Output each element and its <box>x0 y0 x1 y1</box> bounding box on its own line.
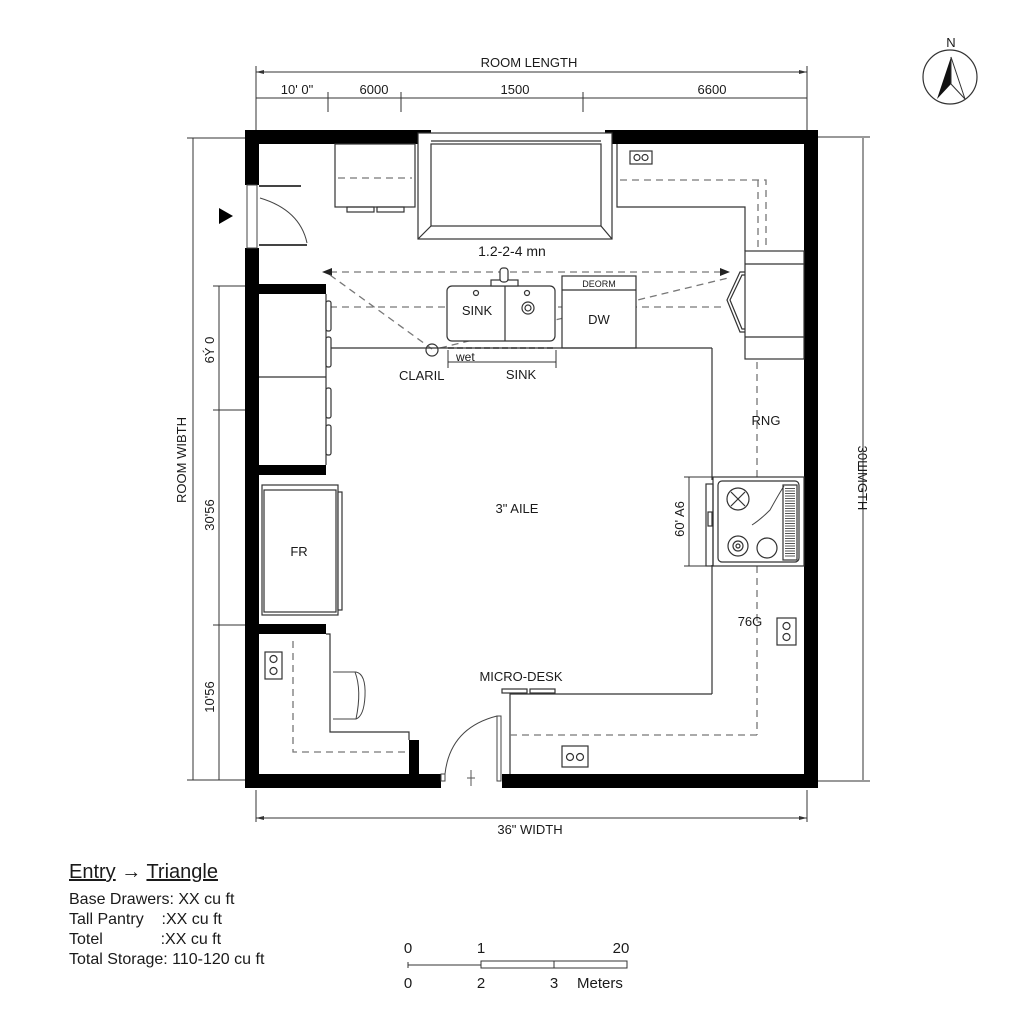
wet-zone: wet CLARIL SINK <box>399 343 557 383</box>
wet-label: wet <box>455 350 475 364</box>
window: 1.2-2-4 mn <box>417 132 613 259</box>
side-entry-door[interactable] <box>219 184 308 249</box>
refrigerator: FR <box>261 484 343 616</box>
legend-row-totel: Totel :XX cu ft <box>69 930 264 950</box>
right-tall-unit <box>726 250 805 360</box>
legend-row-label: Totel <box>69 931 139 948</box>
legend-row-value: XX cu ft <box>178 891 235 908</box>
compass-north-label: N <box>946 35 955 50</box>
legend-row-value: XX cu ft <box>165 911 222 928</box>
top-right-counter <box>616 144 767 251</box>
legend-title-triangle: Triangle <box>146 861 218 883</box>
sink-label: SINK <box>462 303 493 318</box>
legend-row-value: 110-120 cu ft <box>172 951 265 968</box>
fridge-label: FR <box>290 544 307 559</box>
scale-top-tick-0: 0 <box>404 940 412 957</box>
dishwasher: DEORM DW <box>561 275 637 349</box>
outlet-right: 76G <box>738 614 797 646</box>
range: RNG 60' A6 <box>672 413 805 567</box>
scale-bottom-tick-2: 3 <box>550 975 558 992</box>
exterior-walls <box>245 130 818 788</box>
dim-segment-2: 6000 <box>360 82 389 97</box>
micro-desk-area: MICRO-DESK <box>264 633 589 768</box>
scale-bottom-tick-0: 0 <box>404 975 412 992</box>
dim-segment-4: 6600 <box>698 82 727 97</box>
scale-bottom-tick-1: 2 <box>477 975 485 992</box>
arrow-right-icon: → <box>121 861 142 883</box>
legend-row-label: Tall Pantry <box>69 911 153 928</box>
main-entry-door[interactable] <box>440 715 502 786</box>
scale-top-tick-2: 20 <box>613 940 630 957</box>
legend-row-base-drawers: Base Drawers: XX cu ft <box>69 890 264 910</box>
legend-row-sep: : <box>138 931 166 948</box>
dim-segment-3: 1500 <box>501 82 530 97</box>
range-label: RNG <box>752 413 781 428</box>
bottom-width-label: 36" WIDTH <box>497 822 562 837</box>
legend-row-tall-pantry: Tall Pantry :XX cu ft <box>69 910 264 930</box>
north-compass-icon: N <box>922 35 978 105</box>
clarile-label: CLARIL <box>399 368 445 383</box>
scale-bar: 0 1 20 0 2 3 Meters <box>404 940 630 992</box>
legend-row-label: Total Storage <box>69 951 164 968</box>
upper-left-cabinet <box>334 143 416 213</box>
right-dimension-lines: 30ШMGTH <box>818 136 870 782</box>
sink-zone-label: SINK <box>506 367 537 382</box>
legend-row-sep: : <box>163 951 173 968</box>
storage-legend: Entry → Triangle Base Drawers: XX cu ft … <box>69 862 264 970</box>
left-dim-segment-2: 30'56 <box>202 499 217 530</box>
legend-title-entry: Entry <box>69 861 116 883</box>
scale-top-tick-1: 1 <box>477 940 485 957</box>
aisle-label: 3" AILE <box>496 501 539 516</box>
left-dim-segment-1: 6Ý 0 <box>202 337 217 364</box>
top-dimension-lines: ROOM LENGTH 10' 0" 6000 1500 6600 <box>255 55 808 130</box>
scale-unit-label: Meters <box>577 975 623 992</box>
dishwasher-label: DW <box>588 312 610 327</box>
legend-row-value: XX cu ft <box>165 931 222 948</box>
room-width-label: ROOM WIBTH <box>174 417 189 503</box>
main-counter-outline <box>328 347 758 774</box>
window-note: 1.2-2-4 mn <box>478 243 546 259</box>
room-length-right-label: 30ШMGTH <box>855 446 870 511</box>
legend-row-label: Base Drawers <box>69 891 170 908</box>
left-dim-segment-3: 10'56 <box>202 681 217 712</box>
range-width-dim: 60' A6 <box>672 501 687 537</box>
left-pantry <box>259 294 332 465</box>
entry-arrow-icon <box>219 208 233 224</box>
legend-title: Entry → Triangle <box>69 862 264 882</box>
left-dimension-lines: ROOM WIBTH 6Ý 0 30'56 10'56 <box>174 137 245 781</box>
legend-row-total-storage: Total Storage: 110-120 cu ft <box>69 950 264 970</box>
dishwasher-top-label: DEORM <box>582 279 616 289</box>
micro-desk-label: MICRO-DESK <box>479 669 562 684</box>
legend-row-sep: : <box>169 891 179 908</box>
legend-row-sep: : <box>152 911 166 928</box>
sink: SINK <box>446 267 556 342</box>
dim-segment-1: 10' 0" <box>281 82 314 97</box>
room-length-label: ROOM LENGTH <box>481 55 578 70</box>
outlet-note-label: 76G <box>738 614 763 629</box>
bottom-dimension-lines: 36" WIDTH <box>255 790 808 837</box>
